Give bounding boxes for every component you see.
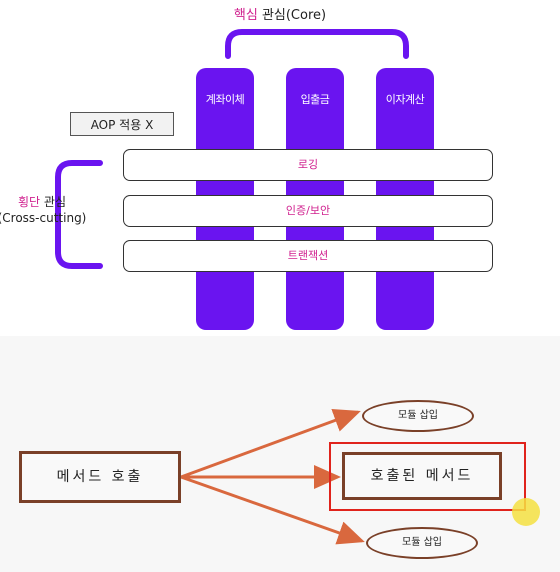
cross-cutting-label: 횡단 관심 (Cross-cutting): [0, 194, 92, 226]
cross-title-highlight: 횡단: [18, 195, 41, 209]
cross-subtitle: (Cross-cutting): [0, 211, 87, 225]
core-bracket: [55, 29, 409, 269]
bar-logging: 로깅: [123, 149, 493, 181]
arrow-to-module-top: [180, 409, 361, 479]
core-title-highlight: 핵심: [233, 8, 258, 23]
module-insert-top: 모듈 삽입: [362, 400, 474, 432]
core-concern-title: 핵심 관심(Core): [0, 4, 560, 23]
cursor-highlight-icon: [512, 498, 540, 526]
arrow-to-module-bottom: [180, 475, 365, 545]
pillar-label: 계좌이체: [205, 93, 245, 106]
bottom-diagram: 메서드 호출 호출된 메서드 모듈 삽입 모듈 삽입: [0, 336, 560, 572]
pillar-label: 이자계산: [385, 93, 425, 106]
pillar-label: 입출금: [300, 93, 330, 106]
bottom-arrows: [180, 409, 365, 545]
caller-method-box: 메서드 호출: [19, 451, 181, 503]
cross-title-rest: 관심: [40, 195, 66, 209]
core-title-rest: 관심(Core): [257, 8, 327, 23]
bar-transaction: 트랜잭션: [123, 240, 493, 272]
cross-bracket: [55, 160, 103, 269]
aop-label-box: AOP 적용 X: [70, 112, 174, 136]
bar-auth: 인증/보안: [123, 195, 493, 227]
module-insert-bottom: 모듈 삽입: [366, 527, 478, 559]
target-highlight-box: [329, 442, 526, 511]
target-method-box: 호출된 메서드: [342, 452, 502, 500]
